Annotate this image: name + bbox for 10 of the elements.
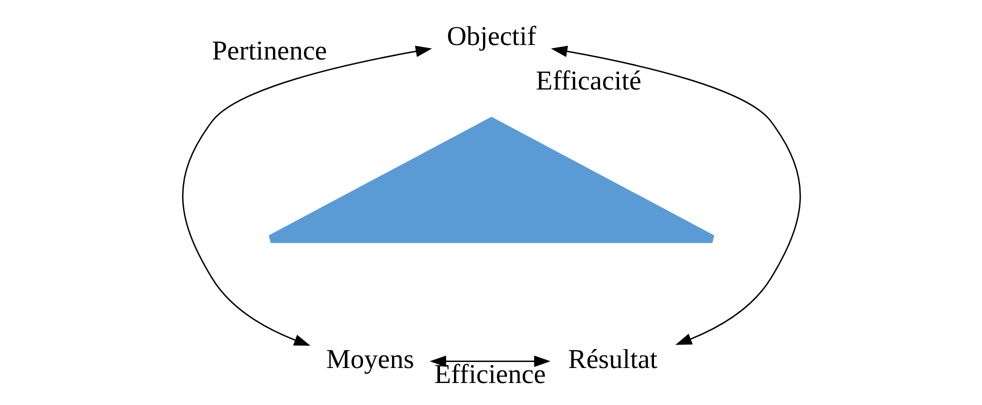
edge-label: Efficacité <box>535 66 641 96</box>
arrow <box>182 46 432 346</box>
arrow <box>550 46 800 345</box>
node-triangle <box>266 116 716 244</box>
node-text: Résultat <box>568 344 657 374</box>
node-text: Objectif <box>446 21 536 52</box>
edge-label: Pertinence <box>212 35 327 66</box>
arrow <box>429 356 550 368</box>
edge-label: Efficience <box>434 359 546 390</box>
node-text: Moyens <box>326 344 414 374</box>
